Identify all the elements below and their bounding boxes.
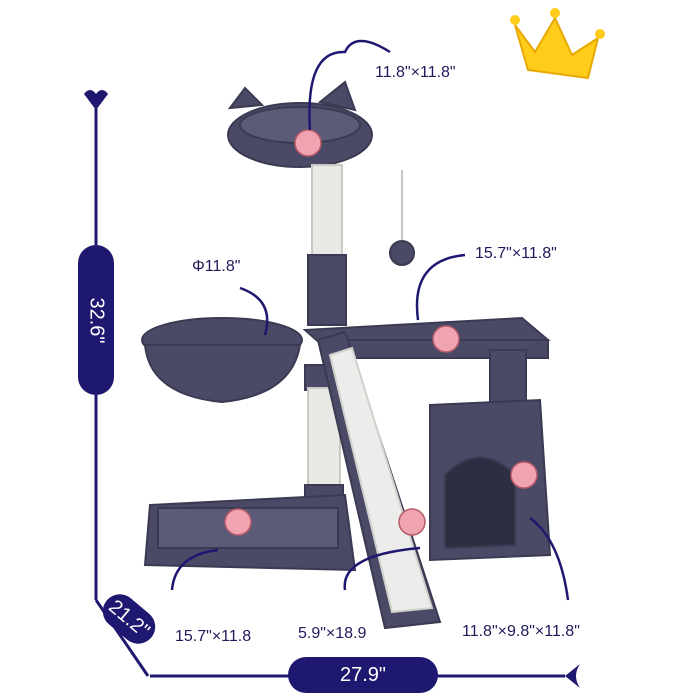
cat-tree (141, 80, 552, 630)
base-bed-dimension: 15.7"×11.8 (175, 628, 252, 645)
height-label: 32.6" (78, 245, 114, 395)
width-label: 27.9" (288, 657, 438, 693)
ramp-dimension: 5.9"×18.9 (298, 625, 367, 642)
paw-icon (224, 129, 538, 536)
platform-dimension: 15.7"×11.8" (475, 245, 557, 262)
top-perch-dimension: 11.8"×11.8" (375, 64, 456, 81)
basket-dimension: Φ11.8" (192, 258, 241, 275)
heart-arrow-icon (170, 39, 570, 601)
crown-icon (510, 8, 605, 80)
condo-dimension: 11.8"×9.8"×11.8" (462, 623, 580, 640)
